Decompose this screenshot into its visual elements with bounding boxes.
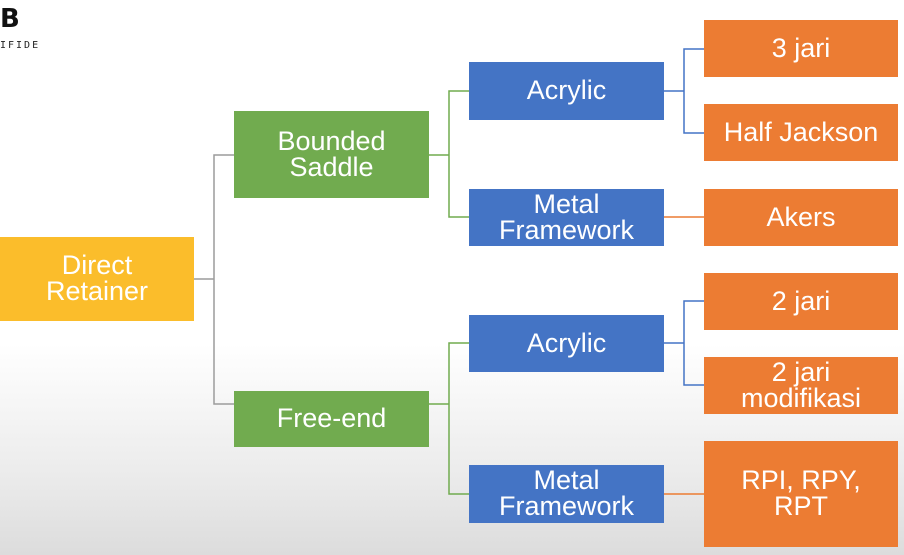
leaf-2-jari: 2 jari [704,273,898,330]
node-bounded-acrylic: Acrylic [469,62,664,120]
node-direct-retainer: Direct Retainer [0,237,194,321]
leaf-3-jari-label: 3 jari [771,32,831,63]
connector-root [194,154,234,405]
leaf-2-jari-modifikasi-label: 2 jari modifikasi [740,356,862,413]
leaf-2-jari-label: 2 jari [771,285,831,316]
connector-bounded [429,90,469,218]
node-bounded-saddle: Bounded Saddle [234,111,429,198]
leaf-2-jari-modifikasi: 2 jari modifikasi [704,357,898,414]
node-bounded-metal-framework-label: Metal Framework [498,188,634,245]
node-freeend-acrylic: Acrylic [469,315,664,372]
leaf-half-jackson-label: Half Jackson [723,116,879,147]
leaf-rpi-rpy-rpt: RPI, RPY, RPT [704,441,898,547]
node-free-end-label: Free-end [276,403,387,434]
connector-bounded-acrylic [664,48,704,134]
leaf-akers-label: Akers [766,201,836,232]
node-freeend-acrylic-label: Acrylic [526,327,607,358]
leaf-half-jackson: Half Jackson [704,104,898,161]
leaf-3-jari: 3 jari [704,20,898,77]
connector-freeend-acrylic [664,300,704,386]
leaf-akers: Akers [704,189,898,246]
logo-mark: B [0,4,20,34]
logo: B IFIDE [0,0,60,60]
node-freeend-metal-framework: Metal Framework [469,465,664,523]
node-direct-retainer-label: Direct Retainer [45,250,149,306]
logo-text: IFIDE [0,40,41,51]
node-bounded-acrylic-label: Acrylic [526,75,607,106]
connector-freeend [429,342,469,495]
node-bounded-saddle-label: Bounded Saddle [277,125,386,182]
node-bounded-metal-framework: Metal Framework [469,189,664,246]
node-freeend-metal-framework-label: Metal Framework [498,465,634,521]
node-free-end: Free-end [234,391,429,447]
leaf-rpi-rpy-rpt-label: RPI, RPY, RPT [741,465,861,521]
